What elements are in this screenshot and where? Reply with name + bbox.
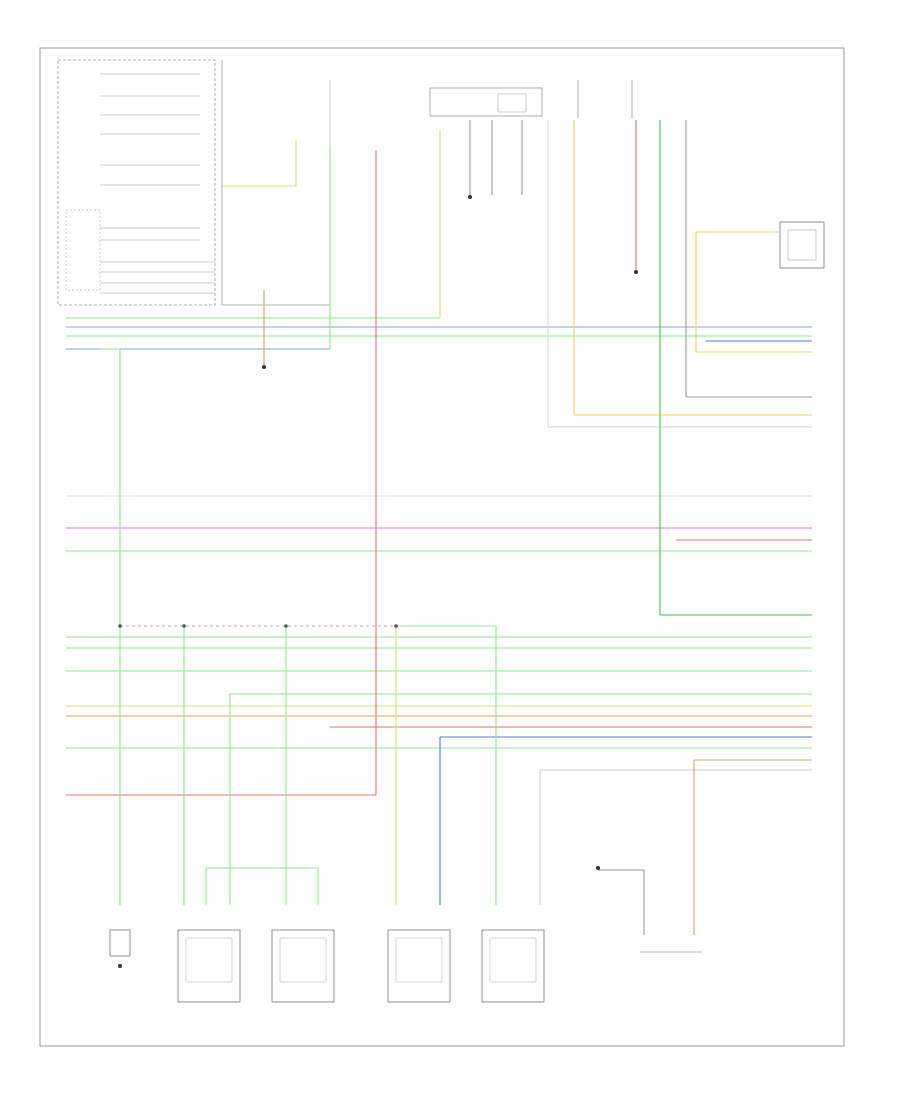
vertical-wires (100, 120, 780, 935)
center-box (429, 87, 543, 117)
harness-wires (66, 317, 812, 796)
bottom-sensor (109, 929, 131, 968)
junction-right (577, 80, 633, 118)
wire-v-bottom-ground (598, 869, 645, 935)
wire-v-injector4 (400, 625, 497, 905)
injector-1 (177, 929, 241, 1003)
injector-2 (271, 929, 335, 1003)
ground-c-icon (634, 270, 638, 274)
ground-a-icon (262, 365, 266, 369)
ground-d-icon (596, 866, 600, 870)
wire-v-left-green (100, 348, 121, 905)
ground-symbols (262, 195, 638, 870)
injector-4 (481, 929, 545, 1003)
left-module (57, 59, 216, 306)
relay-block (221, 60, 331, 306)
wire-v-yellow-relay (222, 140, 297, 187)
wire-inj1-top (205, 867, 319, 905)
sensor-right (779, 221, 825, 269)
diagram-border (39, 47, 845, 1047)
injector-3 (387, 929, 451, 1003)
ground-b-icon (468, 195, 472, 199)
splice-points (118, 624, 398, 628)
